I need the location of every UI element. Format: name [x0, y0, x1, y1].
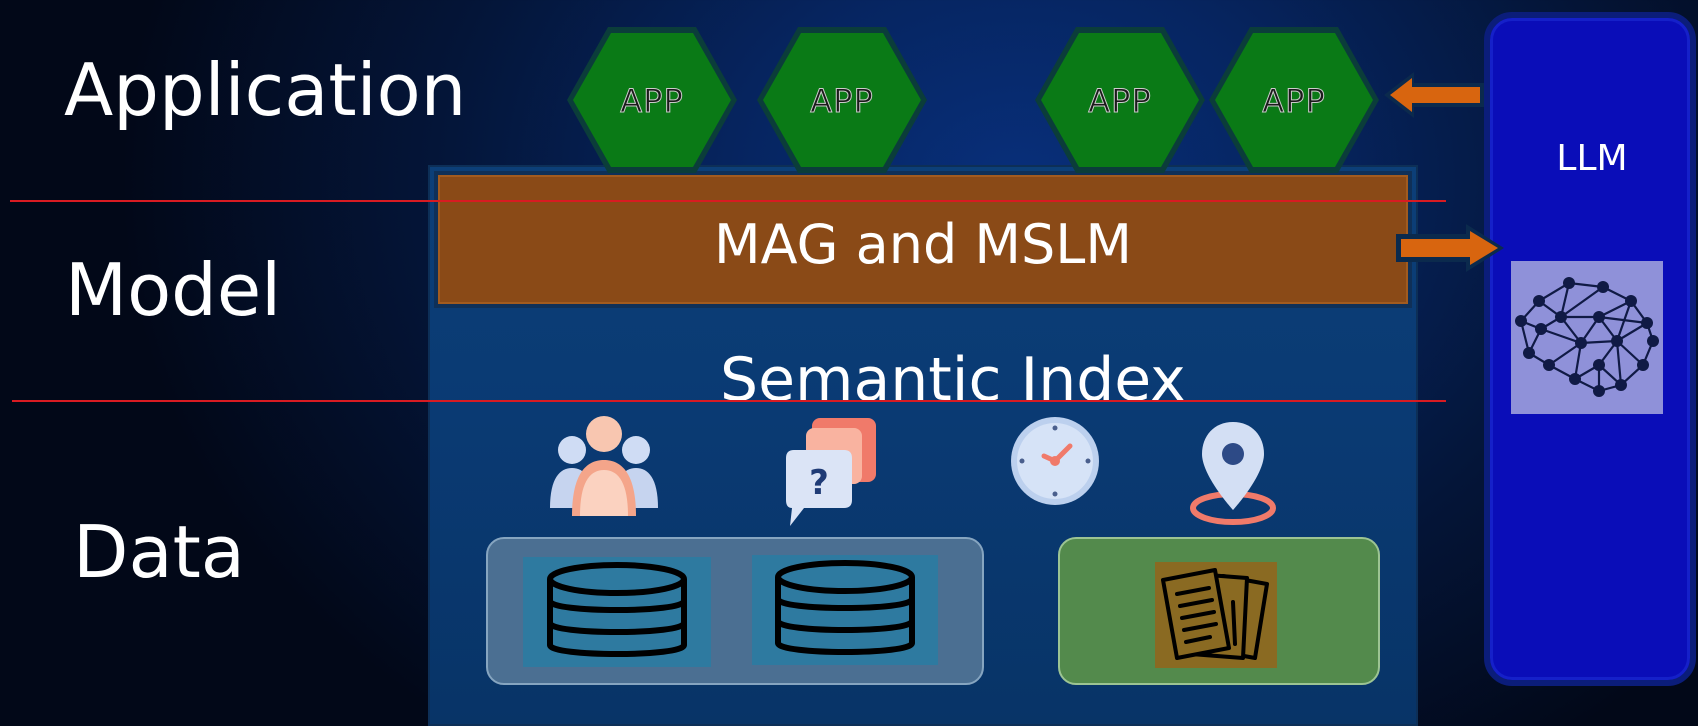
app-hexagon-4: APP — [1206, 24, 1382, 176]
app-hexagon-3: APP — [1032, 24, 1208, 176]
llm-label: LLM — [1556, 138, 1628, 179]
arrow-left-icon — [1382, 70, 1486, 124]
semantic-index-title: Semantic Index — [720, 345, 1186, 415]
divider-line-bottom — [12, 400, 1446, 402]
people-icon — [546, 412, 662, 526]
app-label: APP — [1088, 82, 1152, 121]
app-label: APP — [620, 82, 684, 121]
location-pin-icon — [1188, 418, 1278, 534]
svg-text:?: ? — [809, 463, 829, 503]
chat-question-icon: ? — [782, 414, 880, 534]
app-label: APP — [810, 82, 874, 121]
brain-network-icon — [1511, 261, 1663, 414]
database-icon — [752, 555, 938, 665]
documents-icon — [1155, 562, 1277, 668]
model-box: MAG and MSLM — [434, 171, 1412, 308]
database-icon — [523, 557, 711, 667]
layer-label-data: Data — [73, 510, 245, 594]
model-box-title: MAG and MSLM — [714, 213, 1132, 276]
divider-line-top — [10, 200, 1446, 202]
clock-icon — [1008, 414, 1102, 512]
app-label: APP — [1262, 82, 1326, 121]
layer-label-model: Model — [65, 248, 282, 332]
app-hexagon-2: APP — [754, 24, 930, 176]
layer-label-application: Application — [64, 48, 467, 132]
arrow-right-icon — [1394, 222, 1506, 278]
app-hexagon-1: APP — [564, 24, 740, 176]
